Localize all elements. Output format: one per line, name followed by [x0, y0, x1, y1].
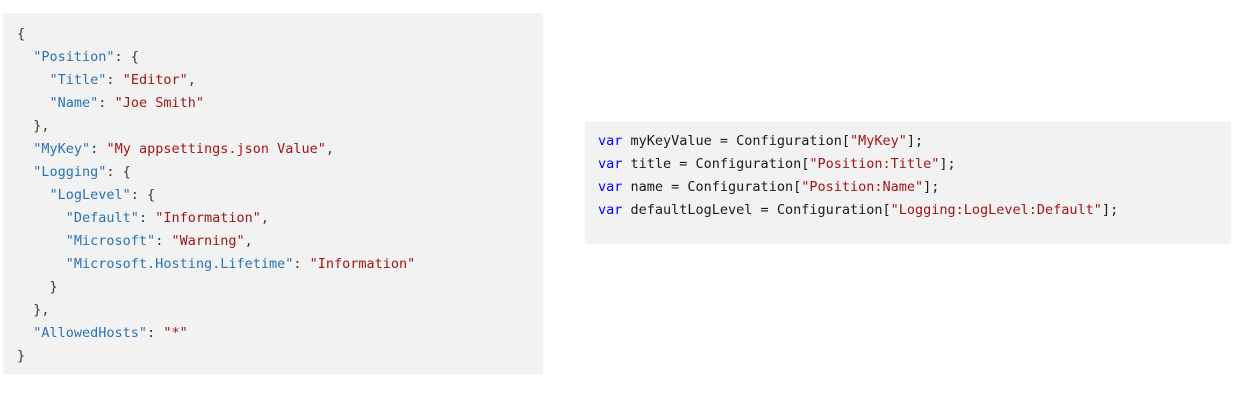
code-line: "Title": "Editor", — [17, 69, 529, 92]
code-segment-plain — [17, 256, 66, 272]
code-segment-punct: } — [17, 279, 58, 295]
code-line: var title = Configuration["Position:Titl… — [598, 153, 1218, 176]
code-segment-plain — [17, 233, 66, 249]
code-segment-string: "Position:Name" — [801, 179, 924, 195]
code-segment-plain — [17, 49, 33, 65]
code-segment-plain — [17, 95, 50, 111]
code-segment-punct: : { — [114, 49, 139, 65]
code-segment-punct: , — [260, 210, 270, 226]
code-segment-keyword: var — [598, 179, 623, 195]
code-segment-punct: : — [293, 256, 310, 272]
code-segment-key: "Title" — [49, 72, 107, 88]
code-segment-keyword: var — [598, 202, 623, 218]
csharp-configuration-code-block: var myKeyValue = Configuration["MyKey"];… — [585, 122, 1231, 244]
code-segment-punct: : — [90, 141, 107, 157]
code-segment-punct: : { — [130, 187, 156, 203]
code-segment-punct: : { — [106, 164, 131, 180]
code-segment-plain: myKeyValue = Configuration[ — [622, 133, 850, 149]
code-segment-punct: : — [147, 325, 164, 341]
code-segment-string: "Warning" — [171, 233, 245, 249]
code-segment-punct: }, — [17, 302, 50, 318]
code-segment-punct: , — [187, 72, 196, 88]
code-line: { — [17, 23, 529, 46]
code-line: "Position": { — [17, 46, 529, 69]
code-segment-plain — [17, 210, 66, 226]
code-line: var defaultLogLevel = Configuration["Log… — [598, 199, 1218, 222]
code-line: "Name": "Joe Smith" — [17, 92, 529, 115]
code-segment-key: "LogLevel" — [49, 187, 131, 203]
code-segment-plain — [17, 325, 33, 341]
code-segment-string: "MyKey" — [849, 133, 907, 149]
code-line: }, — [17, 299, 529, 322]
code-segment-key: "Default" — [65, 210, 139, 226]
code-segment-plain: name = Configuration[ — [622, 179, 802, 195]
code-segment-key: "AllowedHosts" — [33, 325, 148, 341]
code-segment-string: "*" — [163, 325, 188, 341]
code-segment-punct: { — [17, 26, 26, 42]
code-segment-key: "Logging" — [33, 164, 107, 180]
code-segment-plain: ]; — [923, 179, 940, 195]
code-segment-string: "My appsettings.json Value" — [106, 141, 326, 157]
code-segment-key: "Microsoft" — [65, 233, 156, 249]
code-segment-key: "Microsoft.Hosting.Lifetime" — [65, 256, 294, 272]
code-segment-string: "Editor" — [122, 72, 188, 88]
code-segment-string: "Position:Title" — [809, 156, 940, 172]
code-segment-plain: ]; — [1101, 202, 1119, 218]
code-segment-string: "Joe Smith" — [114, 95, 204, 111]
appsettings-json-code-block: { "Position": { "Title": "Editor", "Name… — [3, 13, 543, 374]
code-segment-punct: : — [155, 233, 172, 249]
code-line: var name = Configuration["Position:Name"… — [598, 176, 1218, 199]
code-line: "MyKey": "My appsettings.json Value", — [17, 138, 529, 161]
code-segment-plain — [17, 164, 33, 180]
code-line: "Default": "Information", — [17, 207, 529, 230]
code-segment-plain: ]; — [939, 156, 956, 172]
code-segment-string: "Information" — [155, 210, 261, 226]
code-segment-punct: : — [98, 95, 115, 111]
code-segment-plain — [17, 187, 50, 203]
code-line: "Microsoft.Hosting.Lifetime": "Informati… — [17, 253, 529, 276]
code-segment-keyword: var — [598, 133, 623, 149]
code-line: }, — [17, 115, 529, 138]
code-line: } — [17, 345, 529, 368]
code-segment-punct: , — [244, 233, 253, 249]
code-segment-string: "Logging:LogLevel:Default" — [890, 202, 1102, 218]
code-segment-punct: } — [17, 348, 26, 364]
code-line: "Microsoft": "Warning", — [17, 230, 529, 253]
code-segment-plain — [17, 141, 33, 157]
code-segment-punct: : — [138, 210, 156, 226]
code-segment-string: "Information" — [309, 256, 416, 272]
code-line: "AllowedHosts": "*" — [17, 322, 529, 345]
code-segment-key: "Position" — [33, 49, 115, 65]
code-segment-plain: title = Configuration[ — [622, 156, 810, 172]
code-segment-plain: ]; — [906, 133, 924, 149]
code-segment-punct: , — [325, 141, 335, 157]
code-segment-plain: defaultLogLevel = Configuration[ — [622, 202, 891, 218]
code-segment-punct: }, — [17, 118, 50, 134]
code-segment-keyword: var — [598, 156, 623, 172]
code-line: "LogLevel": { — [17, 184, 529, 207]
code-line: } — [17, 276, 529, 299]
code-line: "Logging": { — [17, 161, 529, 184]
code-segment-plain — [17, 72, 50, 88]
code-segment-key: "MyKey" — [33, 141, 91, 157]
code-line: var myKeyValue = Configuration["MyKey"]; — [598, 130, 1218, 153]
code-segment-punct: : — [106, 72, 123, 88]
code-segment-key: "Name" — [49, 95, 99, 111]
